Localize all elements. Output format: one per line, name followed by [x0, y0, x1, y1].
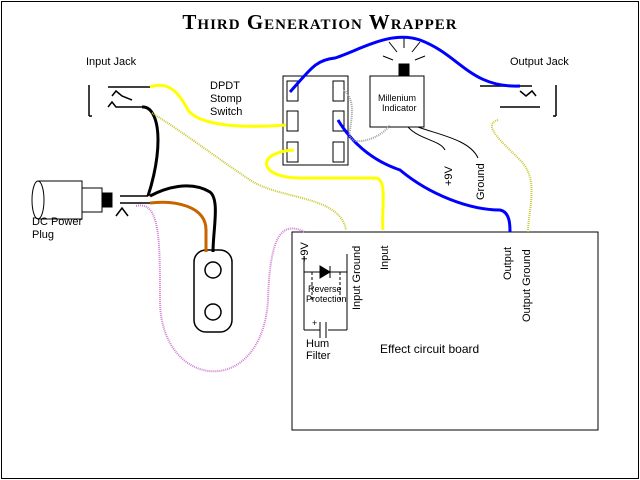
hum-filter-line1: Hum — [306, 338, 330, 350]
wire-indicator-ground — [417, 126, 479, 159]
wire-blue-output — [336, 119, 512, 233]
board-output-ground-label: Output Ground — [521, 249, 533, 322]
wire-black-input-ground — [141, 105, 160, 197]
input-jack-label: Input Jack — [86, 56, 137, 68]
wire-olive-output-ground — [491, 119, 533, 233]
wire-olive-ground — [151, 112, 347, 231]
dc-jack — [115, 195, 150, 217]
hum-filter-line2: Filter — [306, 350, 331, 362]
wire-yellow-input — [149, 83, 287, 128]
board-input-ground-label: Input Ground — [351, 245, 363, 310]
switch-label-line3: Switch — [210, 106, 243, 118]
board-input-label: Input — [379, 245, 391, 270]
diagram-title: Third Generation Wrapper — [182, 10, 458, 34]
dc-power-plug — [31, 180, 113, 220]
wire-indicator-9v — [407, 126, 446, 151]
dc-plug-label-line1: DC Power — [32, 216, 83, 228]
indicator-label-line2: Indicator — [382, 103, 417, 113]
wire-blue-output-jack — [288, 35, 521, 94]
switch-label-line1: DPDT — [210, 80, 240, 92]
hum-filter-cap-plus: + — [312, 318, 318, 328]
output-jack-label: Output Jack — [510, 56, 569, 68]
wire-black-dc — [149, 184, 217, 253]
wire-pink-9v — [135, 204, 306, 373]
protection-circuit — [303, 254, 348, 338]
wire-yellow-switch-to-input — [265, 148, 385, 231]
effect-circuit-board — [291, 231, 599, 431]
wire-gray-indicator — [343, 89, 391, 143]
wire-orange-dc — [149, 200, 208, 252]
output-jack — [480, 85, 557, 117]
indicator-ground-label: Ground — [475, 163, 487, 200]
battery-clip — [193, 249, 233, 333]
indicator-label-line1: Millenium — [378, 93, 417, 103]
input-jack — [88, 85, 150, 117]
effect-board-label: Effect circuit board — [380, 342, 480, 356]
switch-label-line2: Stomp — [210, 93, 242, 105]
indicator-9v-label: +9V — [443, 166, 455, 186]
board-9v-label: +9V — [299, 242, 311, 262]
board-output-label: Output — [502, 246, 514, 280]
reverse-protection-line2: Protection — [306, 294, 347, 304]
reverse-protection-line1: Reverse — [308, 284, 342, 294]
dc-plug-label-line2: Plug — [32, 229, 55, 241]
millenium-indicator — [369, 36, 426, 128]
